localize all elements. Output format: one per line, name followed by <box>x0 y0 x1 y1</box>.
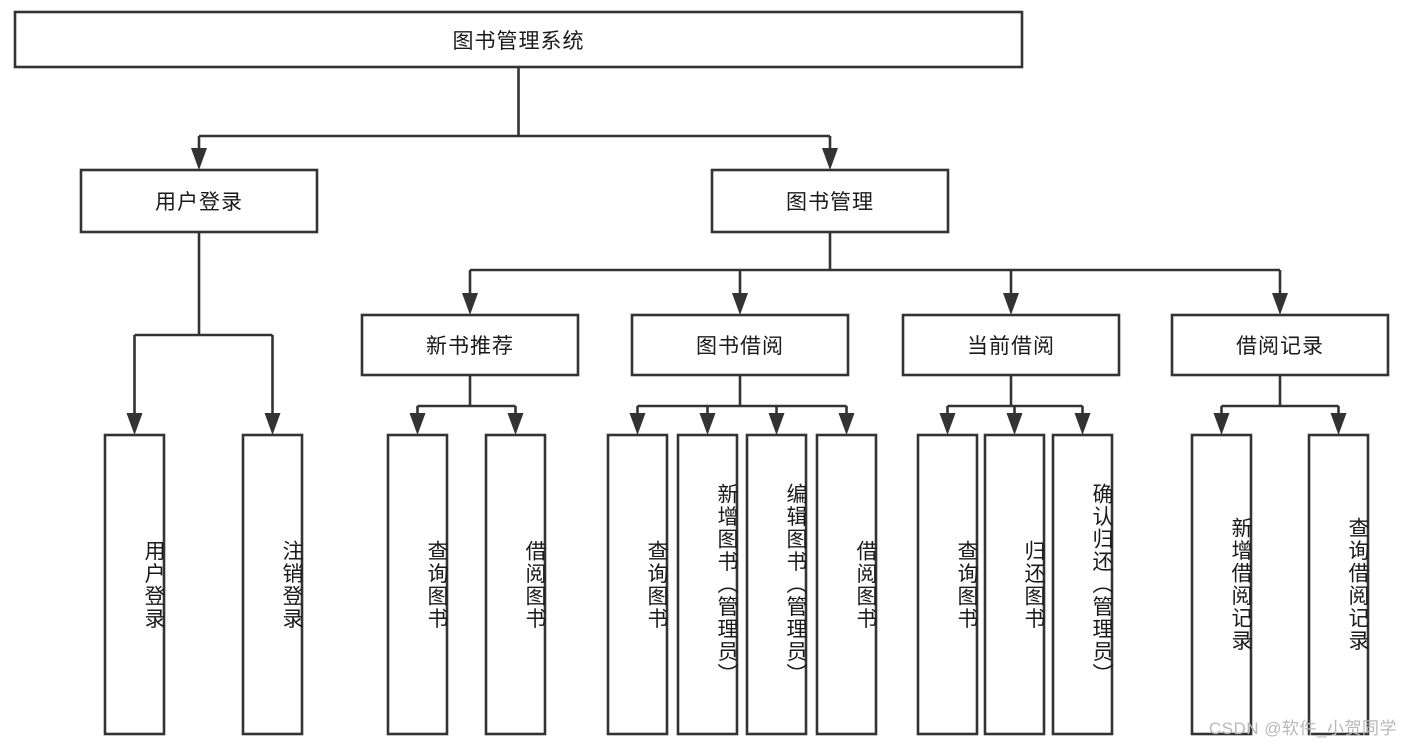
node-box-borrow-record[interactable] <box>1170 313 1390 377</box>
arrow-head-icon <box>1003 293 1019 315</box>
arrow-head-icon <box>1272 293 1288 315</box>
arrow-head-icon <box>191 148 207 170</box>
node-box-leaf-rec-borrow-book[interactable] <box>484 433 547 736</box>
arrow-head-icon <box>838 413 855 435</box>
arrow-head-icon <box>1330 413 1347 435</box>
arrow-head-icon <box>768 413 785 435</box>
node-box-leaf-bb-add-book[interactable] <box>676 433 739 736</box>
arrow-head-icon <box>126 413 143 435</box>
node-box-book-manage[interactable] <box>710 168 950 234</box>
connector-group <box>629 375 855 435</box>
arrow-head-icon <box>1074 413 1091 435</box>
arrow-head-icon <box>1006 413 1023 435</box>
node-box-user-login[interactable] <box>79 168 319 234</box>
node-box-root[interactable] <box>13 10 1024 69</box>
node-box-book-borrow[interactable] <box>630 313 850 377</box>
arrow-head-icon <box>732 293 748 315</box>
nodes-layer <box>13 10 1390 736</box>
connector-group <box>409 375 524 435</box>
node-box-leaf-cb-return-book[interactable] <box>983 433 1046 736</box>
node-box-leaf-user-login[interactable] <box>103 433 166 736</box>
node-box-leaf-rec-query-book[interactable] <box>386 433 449 736</box>
node-box-new-book-rec[interactable] <box>360 313 580 377</box>
node-box-leaf-cb-query-book[interactable] <box>916 433 979 736</box>
arrow-head-icon <box>507 413 524 435</box>
node-box-leaf-logout[interactable] <box>241 433 304 736</box>
watermark-text: CSDN @软件_小贺同学 <box>1208 719 1397 738</box>
connector-group <box>1213 375 1347 435</box>
node-box-leaf-br-add-record[interactable] <box>1190 433 1253 736</box>
connector-group <box>462 232 1288 315</box>
connector-group <box>191 67 838 170</box>
arrow-head-icon <box>629 413 646 435</box>
arrow-head-icon <box>462 293 478 315</box>
node-box-leaf-bb-query-book[interactable] <box>606 433 669 736</box>
arrow-head-icon <box>409 413 426 435</box>
arrow-head-icon <box>939 413 956 435</box>
connector-group <box>939 375 1091 435</box>
node-box-leaf-bb-borrow-book[interactable] <box>815 433 878 736</box>
arrow-head-icon <box>1213 413 1230 435</box>
connector-group <box>126 232 281 435</box>
node-box-leaf-cb-confirm-return[interactable] <box>1051 433 1114 736</box>
arrow-head-icon <box>822 148 838 170</box>
node-box-leaf-br-query-record[interactable] <box>1307 433 1370 736</box>
arrow-head-icon <box>264 413 281 435</box>
connectors-layer <box>126 67 1347 435</box>
node-box-current-borrow[interactable] <box>901 313 1121 377</box>
node-box-leaf-bb-edit-book[interactable] <box>745 433 808 736</box>
arrow-head-icon <box>699 413 716 435</box>
